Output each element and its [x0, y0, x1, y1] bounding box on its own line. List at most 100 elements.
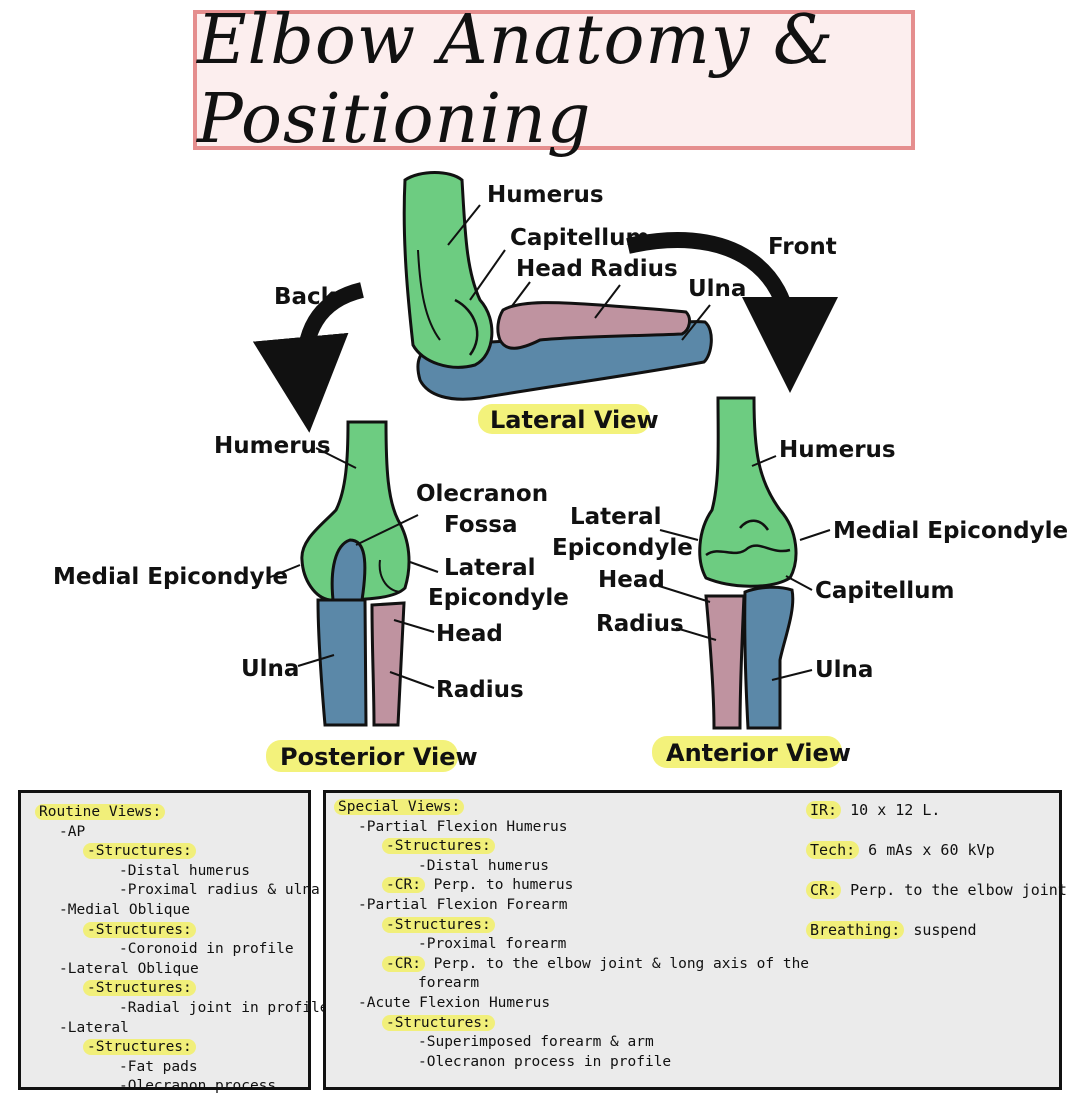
special-line: forearm	[334, 974, 1059, 994]
routine-line: -Radial joint in profile	[35, 999, 329, 1019]
lateral-view: Humerus Capitellum Head Radius Ulna Back…	[252, 171, 838, 434]
lateral-label-humerus: Humerus	[487, 182, 604, 208]
posterior-label-medial: Medial Epicondyle	[53, 564, 288, 590]
special-line-hl: -Structures:	[382, 916, 495, 933]
routine-line-text: -Distal humerus	[119, 862, 250, 879]
routine-line: -Structures:	[35, 921, 308, 941]
posterior-ulna-bone	[316, 598, 368, 727]
info-row: IR: 10 x 12 L.	[806, 801, 940, 821]
special-line-post: Perp. to humerus	[424, 877, 574, 894]
label-front: Front	[768, 234, 837, 260]
special-line-pre: -Superimposed forearm & arm	[418, 1034, 654, 1051]
info-key: CR:	[806, 881, 842, 899]
routine-line-text: -Fat pads	[119, 1058, 198, 1075]
info-value: 6 mAs x 60 kVp	[859, 841, 995, 859]
special-line-pre: -Partial Flexion Forearm	[358, 896, 568, 913]
info-key: Tech:	[806, 841, 860, 859]
special-line: -Partial Flexion Humerus	[334, 818, 1059, 838]
anterior-label-capitellum: Capitellum	[815, 578, 954, 604]
posterior-label-radius: Radius	[436, 677, 524, 703]
routine-line: -Distal humerus	[35, 862, 308, 882]
special-line-post: Perp. to the elbow joint & long axis of …	[424, 955, 810, 972]
info-row: Breathing: suspend	[806, 921, 977, 941]
anterior-label-humerus: Humerus	[779, 437, 896, 463]
routine-line: -Fat pads	[35, 1058, 308, 1078]
special-line: -Distal humerus	[334, 857, 1059, 877]
special-line: -Superimposed forearm & arm	[334, 1033, 1059, 1053]
info-value: 10 x 12 L.	[841, 801, 941, 819]
routine-heading: Routine Views:	[35, 804, 166, 820]
routine-line-text: -Olecranon process	[119, 1078, 277, 1095]
routine-line: -Structures:	[35, 979, 308, 999]
special-line: -Proximal forearm	[334, 935, 1059, 955]
lateral-humerus-bone	[402, 171, 494, 369]
posterior-label-olecranon: Olecranon	[416, 481, 548, 507]
anterior-label-radius: Radius	[596, 611, 684, 637]
special-line-hl: -CR:	[382, 877, 425, 894]
special-views-panel: Special Views: -Partial Flexion Humerus-…	[323, 790, 1067, 1090]
special-lines: -Partial Flexion Humerus -Structures: -Dis…	[334, 818, 1059, 1073]
special-line-pre: -Distal humerus	[418, 857, 549, 874]
special-heading: Special Views:	[334, 799, 465, 815]
routine-views-panel: Routine Views: -AP -Structures: -Distal hu…	[18, 790, 329, 1094]
posterior-radius-bone	[370, 601, 406, 727]
special-line-hl: -CR:	[382, 955, 425, 972]
anterior-ulna-bone	[743, 585, 795, 730]
anterior-label-head: Head	[598, 567, 665, 593]
posterior-label-fossa: Fossa	[444, 512, 517, 538]
routine-line-text: -Proximal radius & ulna	[119, 882, 320, 899]
special-line-pre: forearm	[418, 975, 480, 992]
back-arrow	[252, 282, 365, 433]
title-banner: Elbow Anatomy & Positioning	[193, 1, 915, 159]
posterior-view-label: Posterior View	[280, 743, 478, 771]
special-line-pre: -Acute Flexion Humerus	[358, 994, 551, 1011]
posterior-label-humerus: Humerus	[214, 433, 331, 459]
special-line-pre: -Proximal forearm	[418, 936, 567, 953]
routine-line: -Structures:	[35, 1038, 308, 1058]
anterior-view-highlight	[652, 736, 842, 768]
anterior-label-lateral1: Lateral	[570, 504, 662, 530]
routine-line: -Lateral Oblique	[35, 960, 308, 980]
info-value: Perp. to the elbow joint	[841, 881, 1067, 899]
page-title: Elbow Anatomy & Positioning	[197, 1, 835, 159]
anterior-label-lateral2: Epicondyle	[552, 535, 693, 561]
info-key: Breathing:	[806, 921, 905, 939]
special-line: -Structures:	[334, 837, 1059, 857]
special-line: -Acute Flexion Humerus	[334, 994, 1059, 1014]
routine-line-text: -Structures:	[83, 980, 196, 997]
routine-line-text: -Radial joint in profile	[119, 999, 329, 1016]
elbow-diagram: Humerus Capitellum Head Radius Ulna Back…	[53, 171, 1068, 772]
posterior-label-lateral1: Lateral	[444, 555, 536, 581]
posterior-view: Humerus Olecranon Fossa Medial Epicondyl…	[53, 420, 569, 772]
routine-line: -Proximal radius & ulna	[35, 881, 320, 901]
routine-line-text: -Coronoid in profile	[119, 941, 294, 958]
posterior-label-lateral2: Epicondyle	[428, 585, 569, 611]
info-key: IR:	[806, 801, 842, 819]
routine-line-text: -Medial Oblique	[59, 901, 190, 918]
special-line: -CR: Perp. to the elbow joint & long axi…	[334, 955, 1059, 975]
anterior-humerus-bone	[698, 396, 798, 588]
posterior-label-head: Head	[436, 621, 503, 647]
routine-line-text: -Structures:	[83, 1039, 196, 1056]
routine-line: -Structures:	[35, 842, 308, 862]
special-line-hl: -Structures:	[382, 1014, 495, 1031]
anterior-radius-bone	[704, 594, 746, 730]
special-line-pre: -Olecranon process in profile	[418, 1053, 672, 1070]
lateral-label-capitellum: Capitellum	[510, 225, 649, 251]
lateral-radius-bone	[496, 301, 691, 350]
anterior-label-ulna: Ulna	[815, 657, 873, 683]
special-line: -CR: Perp. to humerus	[334, 876, 1059, 896]
special-line: -Structures:	[334, 916, 1059, 936]
anterior-view: Humerus Lateral Epicondyle Medial Epicon…	[552, 396, 1068, 768]
routine-line-text: -Lateral	[59, 1019, 129, 1036]
info-row: CR: Perp. to the elbow joint	[806, 881, 1067, 901]
lateral-label-ulna: Ulna	[688, 276, 746, 302]
routine-line: -Coronoid in profile	[35, 940, 308, 960]
lateral-view-highlight	[478, 404, 650, 434]
posterior-label-ulna: Ulna	[241, 656, 299, 682]
routine-line-text: -Structures:	[83, 843, 196, 860]
special-line-pre: -Partial Flexion Humerus	[358, 818, 568, 835]
routine-line: -Medial Oblique	[35, 901, 308, 921]
special-line-hl: -Structures:	[382, 838, 495, 855]
routine-line-text: -AP	[59, 823, 86, 840]
